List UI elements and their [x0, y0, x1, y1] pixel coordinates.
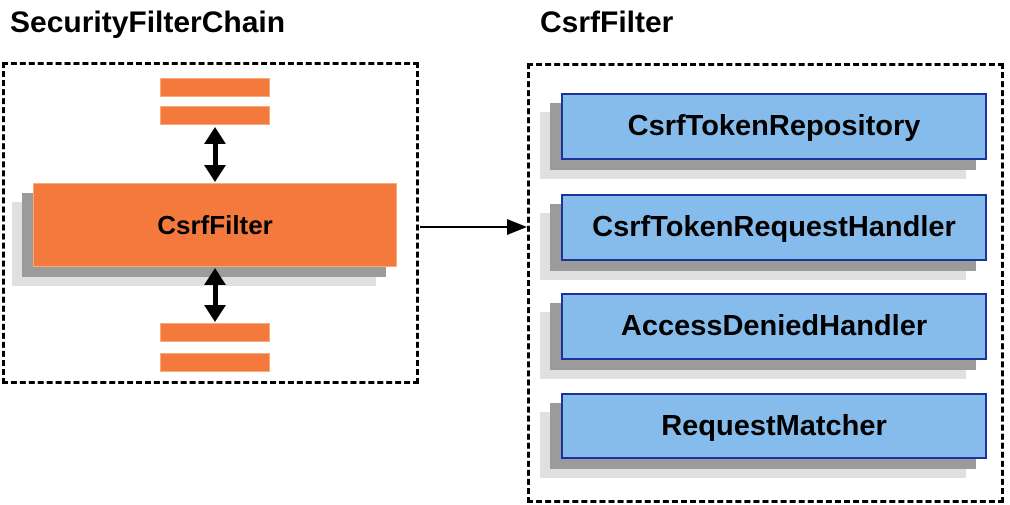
component-label: CsrfTokenRequestHandler	[592, 211, 956, 243]
component-label: AccessDeniedHandler	[620, 310, 928, 342]
arrow-head-right	[507, 219, 527, 235]
component-box-access-denied-handler: AccessDeniedHandler	[561, 293, 987, 360]
arrow-line	[420, 226, 510, 228]
filter-placeholder-bar	[160, 78, 270, 97]
component-box-request-matcher: RequestMatcher	[561, 393, 987, 459]
csrf-filter-box-label: CsrfFilter	[157, 209, 273, 240]
filter-placeholder-bar	[160, 353, 270, 372]
component-label: CsrfTokenRepository	[627, 110, 921, 142]
component-box-csrf-token-request-handler: CsrfTokenRequestHandler	[561, 194, 987, 261]
arrow-head-down	[204, 305, 226, 322]
security-filter-chain-title: SecurityFilterChain	[10, 6, 286, 39]
csrf-filter-boundary	[527, 63, 1004, 503]
filter-placeholder-bar	[160, 323, 270, 342]
filter-placeholder-bar	[160, 106, 270, 125]
csrf-filter-box: CsrfFilter	[33, 183, 397, 267]
csrf-filter-title: CsrfFilter	[540, 6, 674, 39]
arrow-head-up	[204, 268, 226, 285]
arrow-head-down	[204, 165, 226, 182]
arrow-stem	[212, 144, 218, 165]
component-box-csrf-token-repository: CsrfTokenRepository	[561, 93, 987, 160]
security-filter-chain-boundary	[2, 62, 419, 384]
bidirectional-arrow-icon	[204, 268, 226, 322]
component-label: RequestMatcher	[661, 409, 887, 442]
flow-arrow-icon	[420, 219, 527, 235]
arrow-stem	[212, 285, 218, 305]
arrow-head-up	[204, 127, 226, 144]
bidirectional-arrow-icon	[204, 127, 226, 182]
